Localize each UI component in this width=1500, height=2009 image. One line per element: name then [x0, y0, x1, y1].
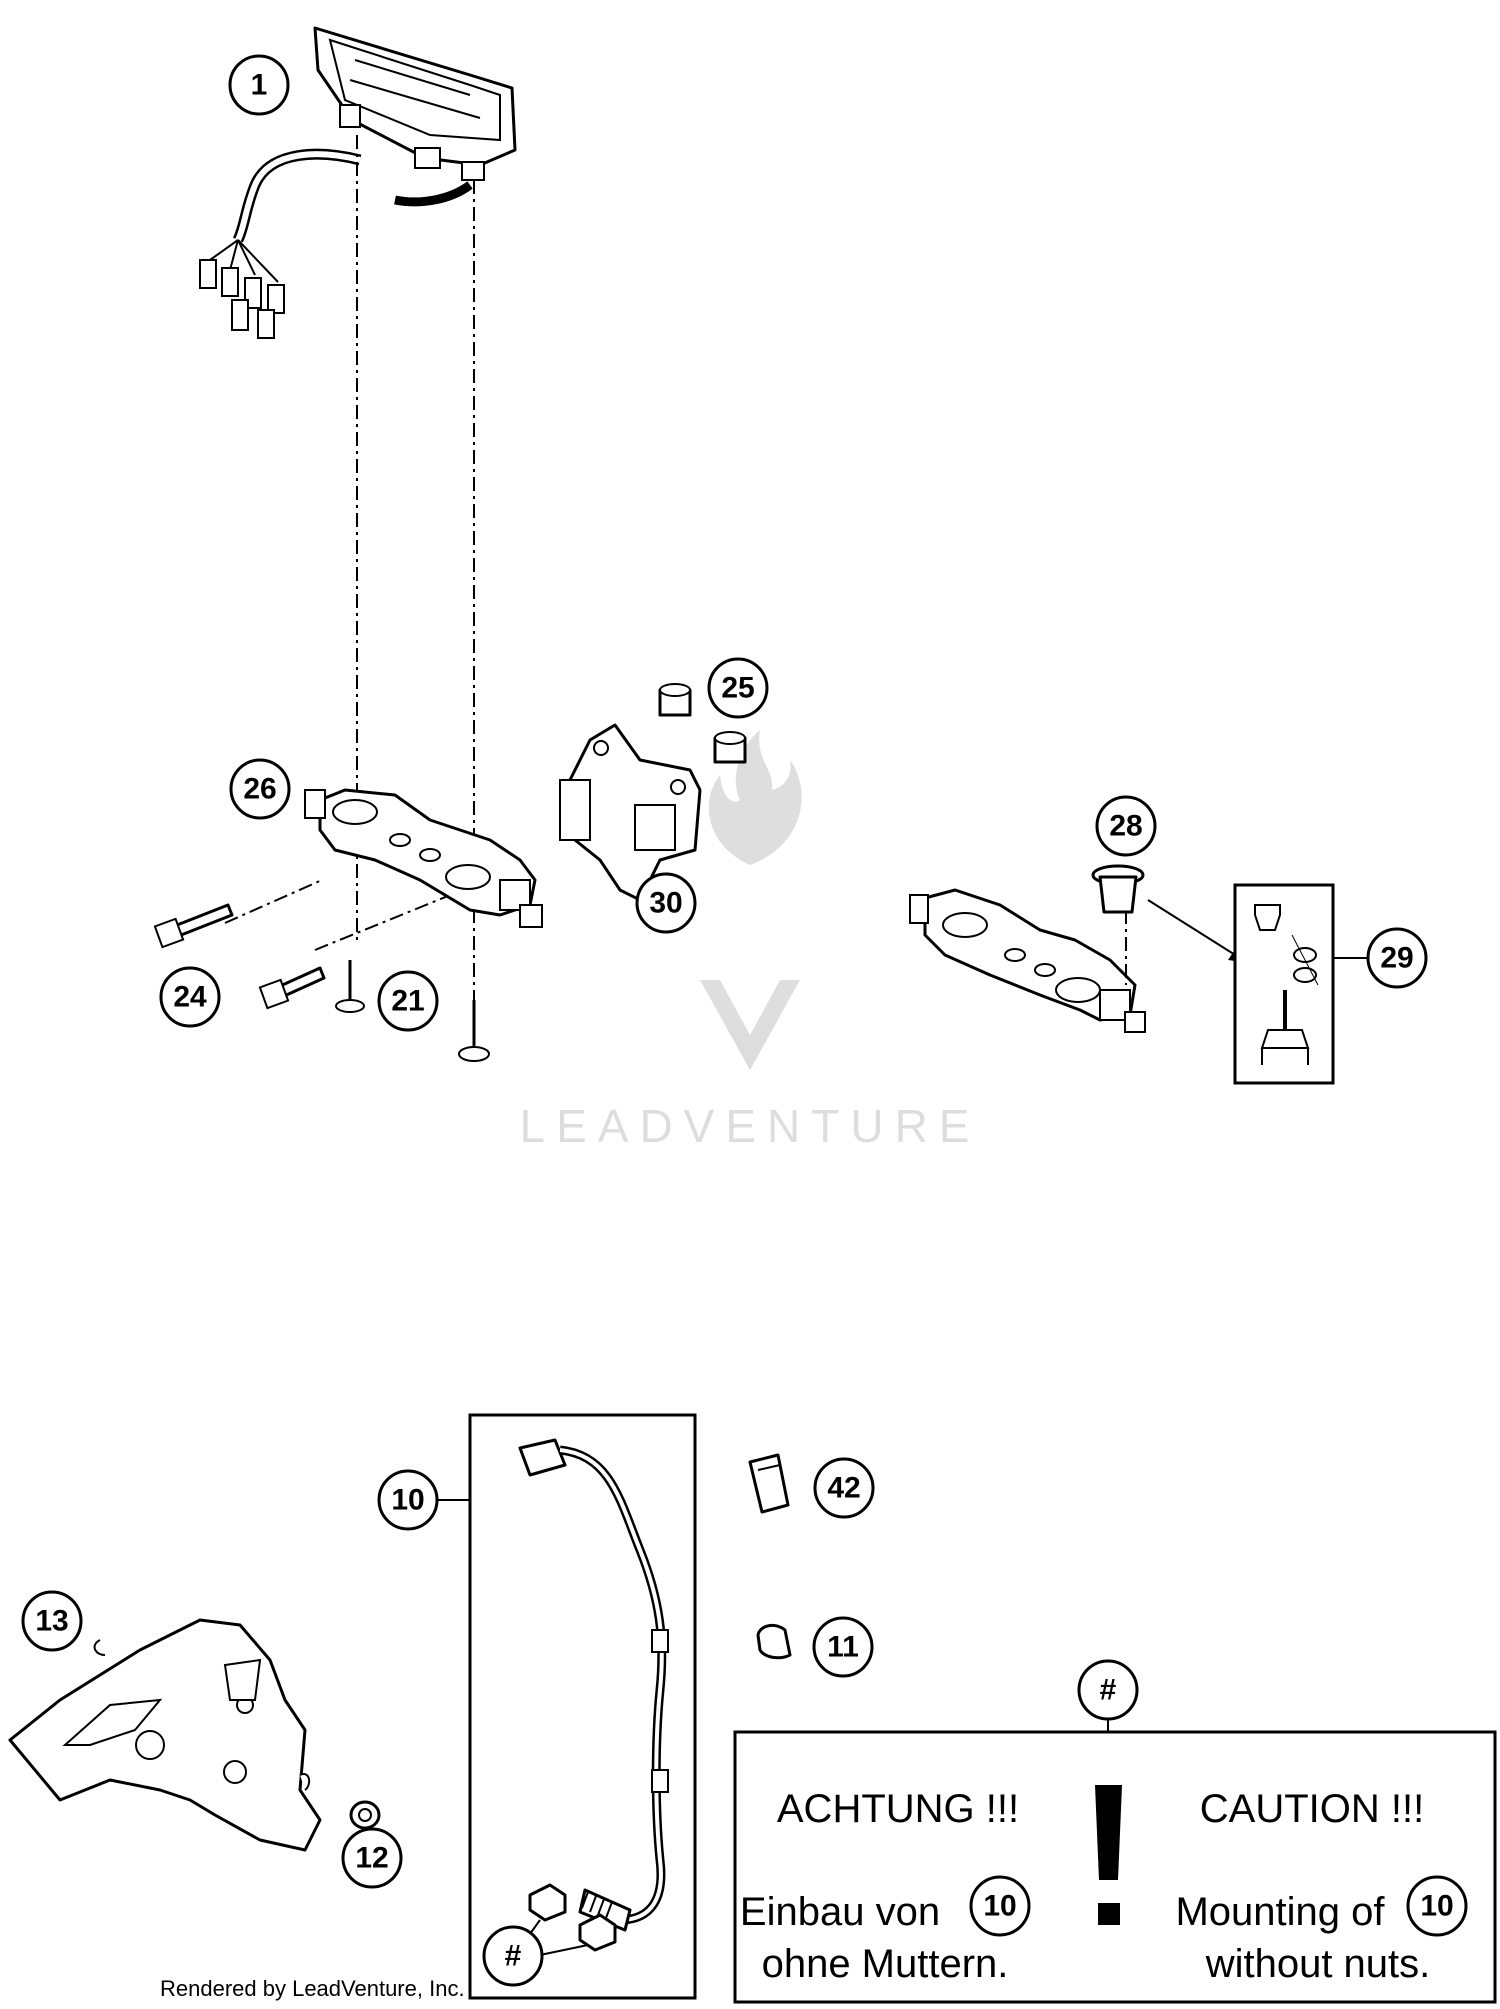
nut-pair: [521, 1883, 617, 1956]
grommet-part-28: [1091, 864, 1145, 914]
callout-12[interactable]: 12: [341, 1827, 403, 1889]
watermark: LEADVENTURE: [520, 730, 981, 1152]
callout-28-label: 28: [1109, 810, 1142, 843]
callout-24-label: 24: [173, 981, 207, 1014]
callout-hash-top[interactable]: #: [1077, 1659, 1139, 1721]
kit-contents-29: [1254, 904, 1319, 1065]
caution-line2-en: without nuts.: [1205, 1942, 1431, 1986]
holder-part-30: [559, 723, 702, 902]
callout-13[interactable]: 13: [21, 1590, 83, 1652]
exclamation-dot-icon: [1098, 1903, 1120, 1925]
caution-notice-box: ACHTUNG !!! CAUTION !!! Einbau von ohne …: [733, 1720, 1497, 2004]
callout-10-label: 10: [391, 1484, 424, 1517]
callout-42-label: 42: [827, 1472, 860, 1505]
screw-part-21: [335, 960, 490, 1062]
caution-line2-de: ohne Muttern.: [762, 1942, 1009, 1986]
callout-hash-top-label: #: [1100, 1674, 1117, 1707]
callout-29-label: 29: [1380, 942, 1413, 975]
watermark-v-logo-icon: [700, 980, 800, 1070]
bolt-part-24: [153, 903, 326, 1010]
callout-28[interactable]: 28: [1095, 795, 1157, 857]
bracket-assembly-right: [909, 888, 1146, 1033]
callout-26-label: 26: [243, 773, 276, 806]
callout-21[interactable]: 21: [377, 970, 439, 1032]
watermark-brand: LEADVENTURE: [520, 1100, 981, 1152]
harness-connectors: [199, 239, 285, 339]
callout-11-label: 11: [827, 1631, 859, 1664]
caution-ref-callout-de: 10: [969, 1875, 1031, 1937]
arrow-28-to-29: [1147, 899, 1241, 959]
callout-30-label: 30: [649, 887, 682, 920]
callout-12-label: 12: [355, 1842, 388, 1875]
caution-line1-en: Mounting of: [1175, 1890, 1385, 1934]
callout-13-label: 13: [35, 1605, 68, 1638]
caution-ref-de: 10: [983, 1890, 1016, 1923]
callout-30[interactable]: 30: [635, 872, 697, 934]
callout-1-label: 1: [251, 69, 268, 102]
instrument-cluster-part: [199, 26, 517, 339]
callout-11[interactable]: 11: [812, 1616, 874, 1678]
bracket-part-26: [304, 788, 543, 928]
kit-box-29: [1233, 883, 1335, 1085]
callout-25-label: 25: [721, 672, 754, 705]
sensor-cable-part-10: [518, 1438, 669, 1932]
watermark-flame-icon: [708, 730, 802, 865]
footer-credit: Rendered by LeadVenture, Inc.: [160, 1976, 465, 2001]
callout-hash-bottom[interactable]: #: [482, 1925, 544, 1987]
spacer-part-12: [349, 1800, 381, 1830]
callout-10[interactable]: 10: [377, 1469, 439, 1531]
cover-part-13: [8, 1618, 322, 1852]
caution-ref-callout-en: 10: [1406, 1875, 1468, 1937]
callout-26[interactable]: 26: [229, 758, 291, 820]
callout-1[interactable]: 1: [228, 54, 290, 116]
threaded-tip: [581, 1891, 613, 1919]
clamp-part-11: [756, 1623, 792, 1660]
caution-line1-de: Einbau von: [740, 1890, 940, 1934]
caution-heading-en: CAUTION !!!: [1200, 1787, 1424, 1831]
caution-ref-en: 10: [1420, 1890, 1453, 1923]
callout-29[interactable]: 29: [1366, 927, 1428, 989]
caution-heading-de: ACHTUNG !!!: [777, 1787, 1019, 1831]
callout-hash-bottom-label: #: [505, 1940, 522, 1973]
callout-25[interactable]: 25: [707, 657, 769, 719]
callout-42[interactable]: 42: [813, 1457, 875, 1519]
nut-part-25: [658, 683, 747, 764]
callout-24[interactable]: 24: [159, 966, 221, 1028]
exclamation-icon: [1095, 1785, 1122, 1880]
callout-21-label: 21: [391, 985, 424, 1018]
bolt-axis-24: [224, 879, 323, 924]
clip-part-42: [748, 1453, 790, 1514]
